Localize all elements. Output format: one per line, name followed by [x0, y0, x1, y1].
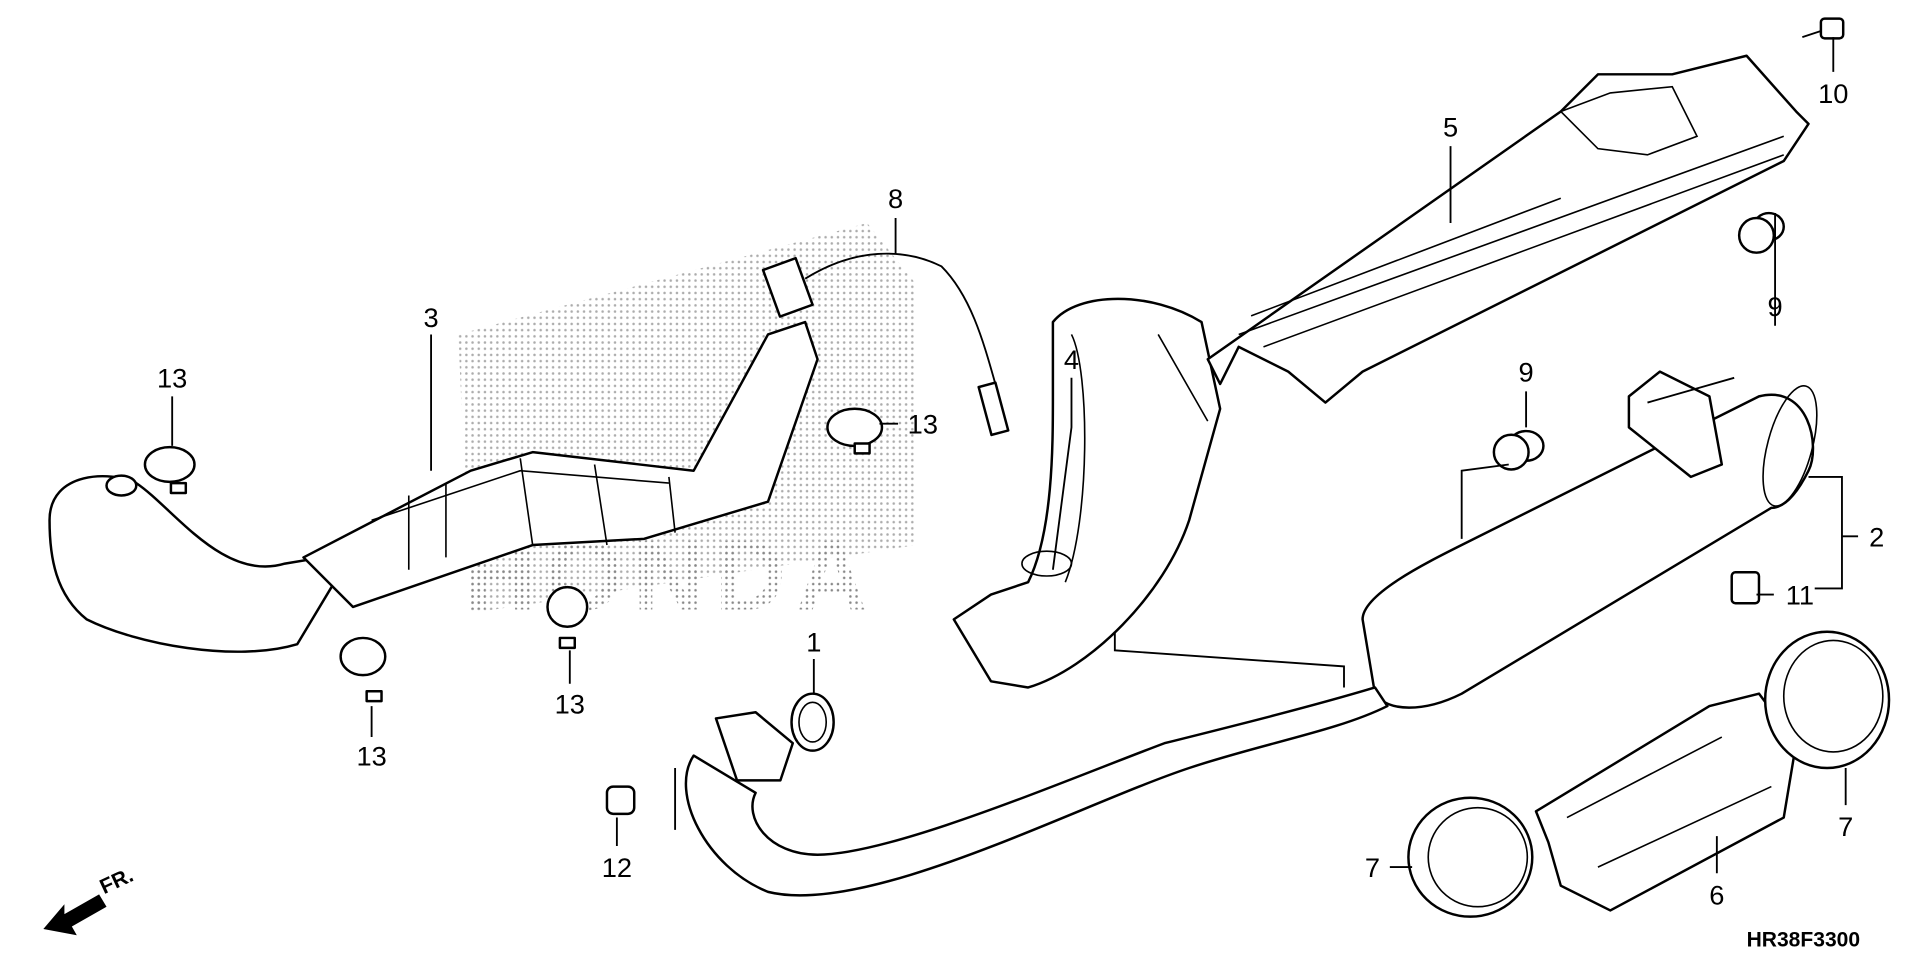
part-6-tail-pipe-cover[interactable]	[1534, 692, 1798, 912]
callout-7b: 7	[1838, 811, 1853, 842]
part-2-muffler[interactable]	[684, 370, 1828, 897]
part-7-clamp-a[interactable]	[1407, 796, 1534, 918]
part-13-clamp-a[interactable]	[143, 445, 196, 495]
front-direction-arrow: FR.	[43, 864, 137, 936]
callout-3: 3	[423, 302, 438, 333]
callout-5: 5	[1443, 111, 1458, 142]
callout-7a: 7	[1365, 852, 1380, 883]
callout-13a: 13	[157, 363, 187, 394]
part-8-oxygen-sensor[interactable]	[761, 252, 1010, 437]
callout-8: 8	[888, 183, 903, 214]
part-13-clamp-d[interactable]	[546, 585, 589, 650]
callout-2: 2	[1869, 521, 1884, 552]
part-9-grommet-b[interactable]	[1737, 211, 1785, 254]
callout-4: 4	[1064, 344, 1079, 375]
leader-lines	[171, 37, 1859, 874]
callout-13c: 13	[356, 741, 386, 772]
part-13-clamp-b[interactable]	[826, 407, 884, 455]
arrow-icon	[43, 894, 107, 936]
callout-9b: 9	[1767, 291, 1782, 322]
part-11-drain-plug[interactable]	[1730, 571, 1761, 605]
callout-13d: 13	[555, 688, 585, 719]
callout-13b: 13	[908, 409, 938, 440]
callout-12: 12	[602, 852, 632, 883]
callout-6: 6	[1709, 879, 1724, 910]
part-9-grommet-a[interactable]	[1492, 429, 1545, 471]
callout-9a: 9	[1519, 357, 1534, 388]
part-4-heat-shield[interactable]	[952, 297, 1222, 689]
part-5-muffler-cover[interactable]	[1206, 54, 1810, 404]
part-13-clamp-c[interactable]	[339, 636, 387, 703]
part-1-gasket[interactable]	[790, 692, 835, 752]
part-7-clamp-b[interactable]	[1763, 630, 1891, 770]
part-12-nut[interactable]	[605, 785, 636, 816]
diagram-code: HR38F3300	[1747, 928, 1860, 951]
front-label: FR.	[96, 864, 136, 899]
part-3-exhaust-pipe-cat[interactable]	[48, 320, 819, 653]
callout-1: 1	[806, 627, 821, 658]
part-10-bolt[interactable]	[1802, 17, 1845, 40]
callout-10: 10	[1818, 78, 1848, 109]
callout-11: 11	[1786, 579, 1814, 610]
